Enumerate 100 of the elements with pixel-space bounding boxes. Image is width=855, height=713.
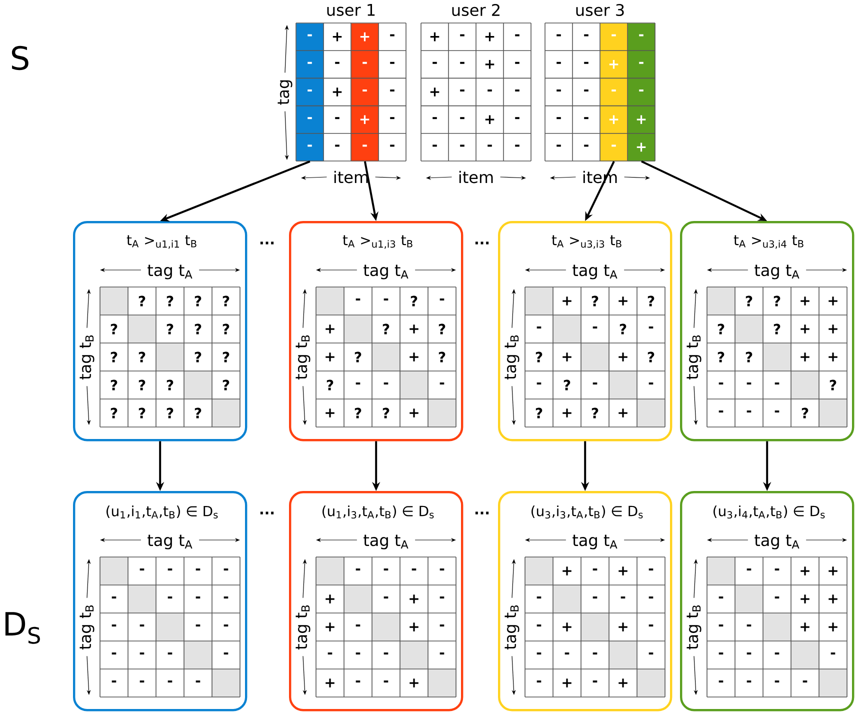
cell-value: ?: [536, 408, 542, 418]
cell-value: -: [390, 144, 394, 147]
ellipsis: ...: [475, 512, 489, 514]
cell-value: ?: [138, 408, 146, 418]
axis-label: tag t$_{B}$: [504, 605, 520, 650]
cell-value: -: [390, 34, 394, 36]
cell-value: -: [440, 298, 444, 300]
highlighted-column: [600, 23, 628, 162]
cell-value: -: [488, 90, 492, 92]
cell-value: ?: [648, 352, 654, 362]
cell-value: -: [584, 34, 588, 36]
cell-value: -: [774, 596, 780, 598]
axis-label: tag t$_{A}$: [572, 264, 618, 280]
cell-value: -: [536, 596, 542, 598]
axis-label: tag t$_{A}$: [754, 264, 800, 280]
grid-heading: user 1: [327, 4, 375, 16]
cell-value: -: [335, 62, 340, 64]
cell-value: ?: [410, 296, 418, 306]
cell-value: -: [384, 298, 388, 300]
cell-value: -: [308, 34, 312, 36]
cell-value: -: [356, 298, 360, 300]
highlighted-column: [628, 23, 656, 162]
cell-value: ?: [194, 352, 202, 362]
cell-value: -: [718, 410, 724, 412]
cell-value: -: [718, 680, 724, 682]
cell-value: -: [774, 568, 780, 570]
cell-value: +: [485, 32, 494, 42]
cell-value: -: [362, 144, 367, 147]
cell-value: -: [648, 596, 654, 598]
cell-value: -: [140, 568, 144, 570]
cell-value: ?: [382, 408, 390, 418]
cell-value: +: [326, 352, 334, 362]
axis-label: tag t$_{B}$: [296, 335, 310, 380]
ellipsis: ...: [260, 242, 274, 244]
cell-value: -: [718, 596, 724, 598]
cell-value: ?: [382, 324, 390, 334]
cell-value: +: [410, 324, 418, 334]
cell-value: -: [746, 382, 752, 384]
cell-value: -: [536, 624, 542, 626]
cell-value: -: [536, 326, 542, 328]
cell-value: -: [440, 568, 444, 570]
cell-value: -: [362, 90, 367, 92]
cell-value: +: [360, 115, 370, 124]
cell-value: -: [460, 144, 464, 147]
cell-value: +: [800, 622, 810, 632]
cell-value: -: [592, 680, 598, 682]
highlighted-column: [296, 23, 324, 162]
cell-value: -: [196, 596, 200, 598]
cell-value: ?: [138, 380, 146, 390]
cell-value: -: [308, 144, 312, 147]
cell-value: ?: [222, 324, 230, 334]
box-title: t$_{A}$ >$_{u1,i1}$ t$_{B}$: [126, 235, 196, 249]
cell-value: -: [196, 680, 200, 682]
cell-value: -: [746, 652, 752, 654]
cell-value: +: [410, 352, 418, 362]
cell-value: +: [618, 566, 628, 576]
cell-value: -: [592, 326, 598, 328]
cell-value: ?: [110, 324, 118, 334]
cell-value: +: [326, 594, 334, 604]
cell-value: -: [440, 624, 444, 626]
cell-value: -: [460, 62, 464, 64]
cell-value: -: [140, 624, 144, 626]
cell-value: -: [356, 624, 360, 626]
cell-value: +: [609, 60, 618, 69]
cell-value: ?: [802, 408, 808, 418]
cell-value: ?: [592, 296, 598, 306]
cell-value: -: [515, 144, 520, 147]
cell-value: +: [562, 296, 572, 306]
cell-value: +: [332, 32, 342, 42]
cell-value: -: [384, 652, 388, 654]
cell-value: +: [800, 296, 810, 306]
cell-value: +: [326, 622, 334, 632]
cell-value: -: [648, 568, 654, 570]
cell-value: -: [746, 624, 752, 626]
cell-value: -: [112, 652, 116, 654]
cell-value: -: [612, 34, 616, 36]
cell-value: +: [485, 60, 494, 69]
cell-value: -: [536, 382, 542, 384]
cell-value: -: [515, 117, 520, 120]
cell-value: ?: [746, 352, 752, 362]
cell-value: -: [335, 144, 340, 147]
cell-value: -: [384, 382, 388, 384]
cell-value: -: [592, 652, 598, 654]
cell-value: -: [556, 144, 561, 147]
cell-value: ?: [718, 352, 724, 362]
cell-value: ?: [110, 408, 118, 418]
cell-value: -: [196, 568, 200, 570]
cell-value: +: [618, 352, 628, 362]
cell-value: -: [224, 568, 228, 570]
cell-value: ?: [138, 296, 146, 306]
cell-value: -: [556, 62, 561, 64]
cell-value: +: [828, 566, 838, 576]
row-label: D$_{S}$: [5, 612, 40, 644]
cell-value: -: [432, 117, 437, 120]
cell-value: ?: [166, 296, 174, 306]
cell-value: +: [562, 678, 572, 688]
cell-value: -: [612, 144, 616, 147]
cell-value: -: [432, 144, 437, 147]
cell-value: -: [140, 652, 144, 654]
cell-value: ?: [166, 324, 174, 334]
